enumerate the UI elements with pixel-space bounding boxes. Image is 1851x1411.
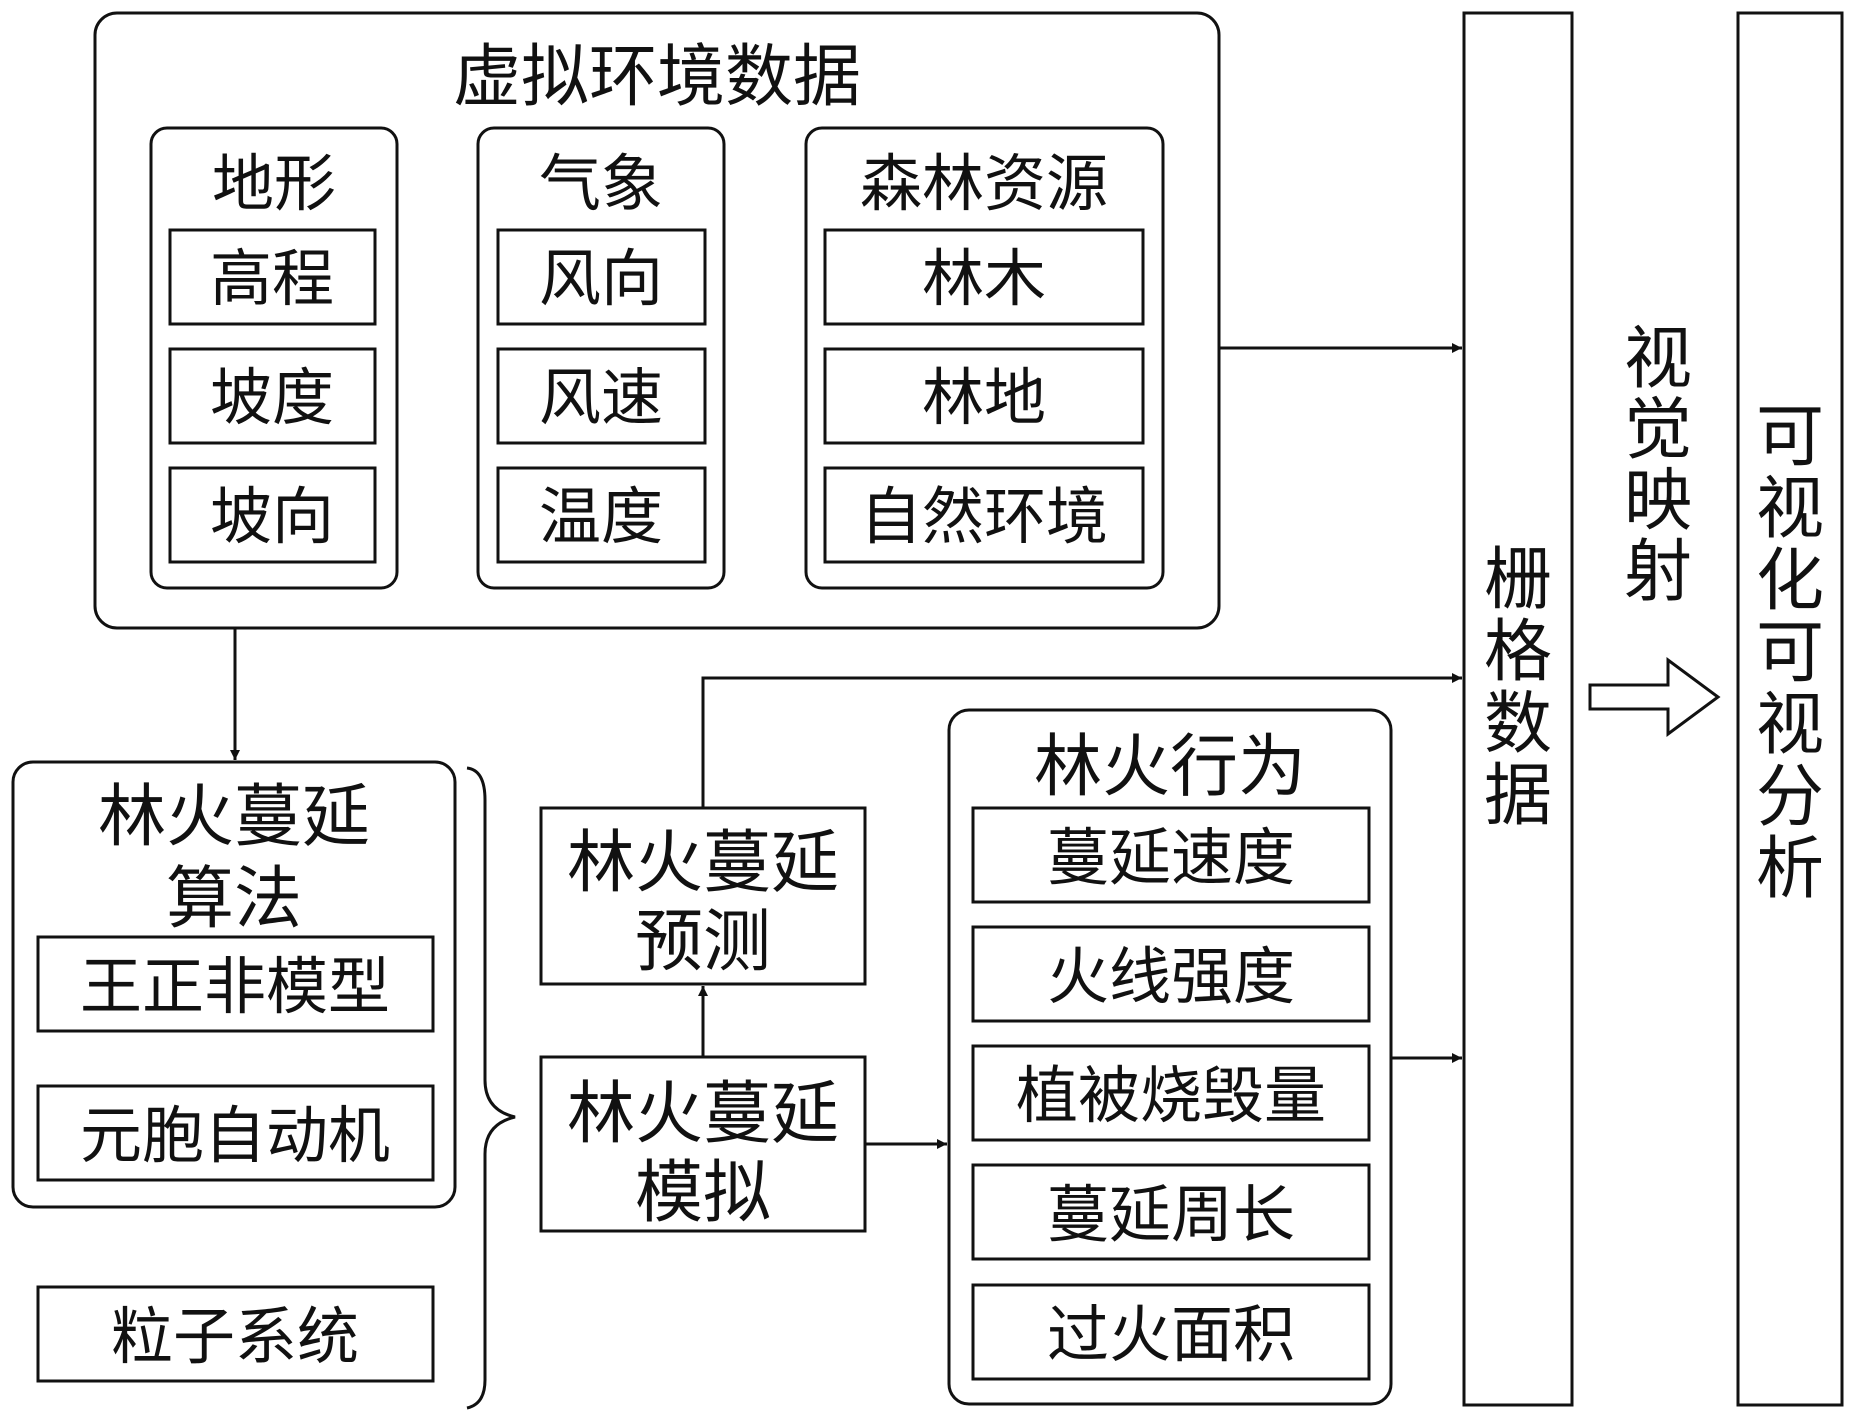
forest-item-woodland: 林地 (922, 361, 1046, 434)
virtual-env-container (93, 11, 1221, 630)
terrain-group (149, 126, 399, 590)
weather-item-box (496, 228, 707, 326)
simulation-line1: 林火蔓延 (567, 1075, 839, 1154)
forest-resource-title: 森林资源 (860, 147, 1108, 220)
forest-item-natural-env: 自然环境 (860, 480, 1108, 553)
forest-item-box (823, 347, 1145, 445)
analysis-char: 视 (1756, 686, 1824, 765)
mapping-char: 觉 (1624, 391, 1692, 470)
terrain-item-aspect: 坡向 (210, 480, 334, 553)
analysis-char: 视 (1756, 470, 1824, 549)
mapping-char: 映 (1624, 462, 1692, 541)
behavior-item-box (971, 1044, 1371, 1142)
analysis-char: 分 (1756, 758, 1824, 837)
weather-item-wind-direction: 风向 (539, 242, 663, 315)
algorithm-item-box (36, 935, 435, 1033)
analysis-char: 化 (1756, 542, 1824, 621)
terrain-item-box (168, 466, 377, 564)
behavior-item-burned-area: 过火面积 (1047, 1298, 1295, 1371)
raster-char: 格 (1484, 613, 1552, 692)
terrain-item-box (168, 228, 377, 326)
arrow-prediction-to-raster (701, 673, 1462, 808)
weather-group (476, 126, 726, 590)
forest-item-box (823, 466, 1145, 564)
algorithm-item-box (36, 1084, 435, 1182)
algorithm-item-wang-model: 王正非模型 (80, 950, 390, 1023)
algorithm-title-line1: 林火蔓延 (98, 778, 370, 857)
prediction-line1: 林火蔓延 (567, 824, 839, 903)
behavior-item-spread-speed: 蔓延速度 (1047, 821, 1295, 894)
mapping-hollow-arrow (1588, 657, 1721, 737)
analysis-char: 析 (1756, 830, 1824, 909)
weather-title: 气象 (539, 147, 663, 220)
weather-item-wind-speed: 风速 (539, 361, 663, 434)
particle-system-box (36, 1285, 435, 1383)
behavior-item-spread-perimeter: 蔓延周长 (1047, 1178, 1295, 1251)
behavior-title: 林火行为 (1034, 728, 1306, 807)
weather-item-box (496, 347, 707, 445)
raster-char: 数 (1484, 685, 1552, 764)
behavior-item-box (971, 1283, 1371, 1381)
visual-analysis-box (1736, 11, 1844, 1407)
terrain-item-elevation: 高程 (210, 242, 334, 315)
behavior-item-box (971, 1163, 1371, 1261)
mapping-char: 视 (1624, 320, 1692, 399)
behavior-item-box (971, 806, 1371, 904)
curly-brace (466, 766, 516, 1410)
weather-item-box (496, 466, 707, 564)
terrain-title: 地形 (212, 147, 336, 220)
raster-char: 据 (1484, 757, 1552, 836)
terrain-item-box (168, 347, 377, 445)
particle-system-label: 粒子系统 (111, 1300, 359, 1373)
mapping-char: 射 (1624, 533, 1692, 612)
raster-char: 栅 (1484, 541, 1552, 620)
behavior-item-box (971, 925, 1371, 1023)
algorithm-container (11, 760, 457, 1209)
weather-item-temperature: 温度 (539, 480, 663, 553)
behavior-item-fireline-intensity: 火线强度 (1047, 940, 1295, 1013)
analysis-char: 可 (1756, 398, 1824, 477)
forest-item-trees: 林木 (922, 242, 1046, 315)
algorithm-item-cellular-automata: 元胞自动机 (80, 1099, 390, 1172)
prediction-line2: 预测 (635, 903, 771, 982)
terrain-item-slope: 坡度 (210, 361, 334, 434)
raster-data-box (1462, 11, 1574, 1407)
algorithm-title-line2: 算法 (166, 860, 302, 939)
virtual-env-title: 虚拟环境数据 (453, 38, 861, 117)
simulation-line2: 模拟 (635, 1154, 771, 1233)
forest-item-box (823, 228, 1145, 326)
behavior-item-vegetation-burned: 植被烧毁量 (1016, 1059, 1326, 1132)
analysis-char: 可 (1756, 614, 1824, 693)
forest-resource-group (804, 126, 1165, 590)
